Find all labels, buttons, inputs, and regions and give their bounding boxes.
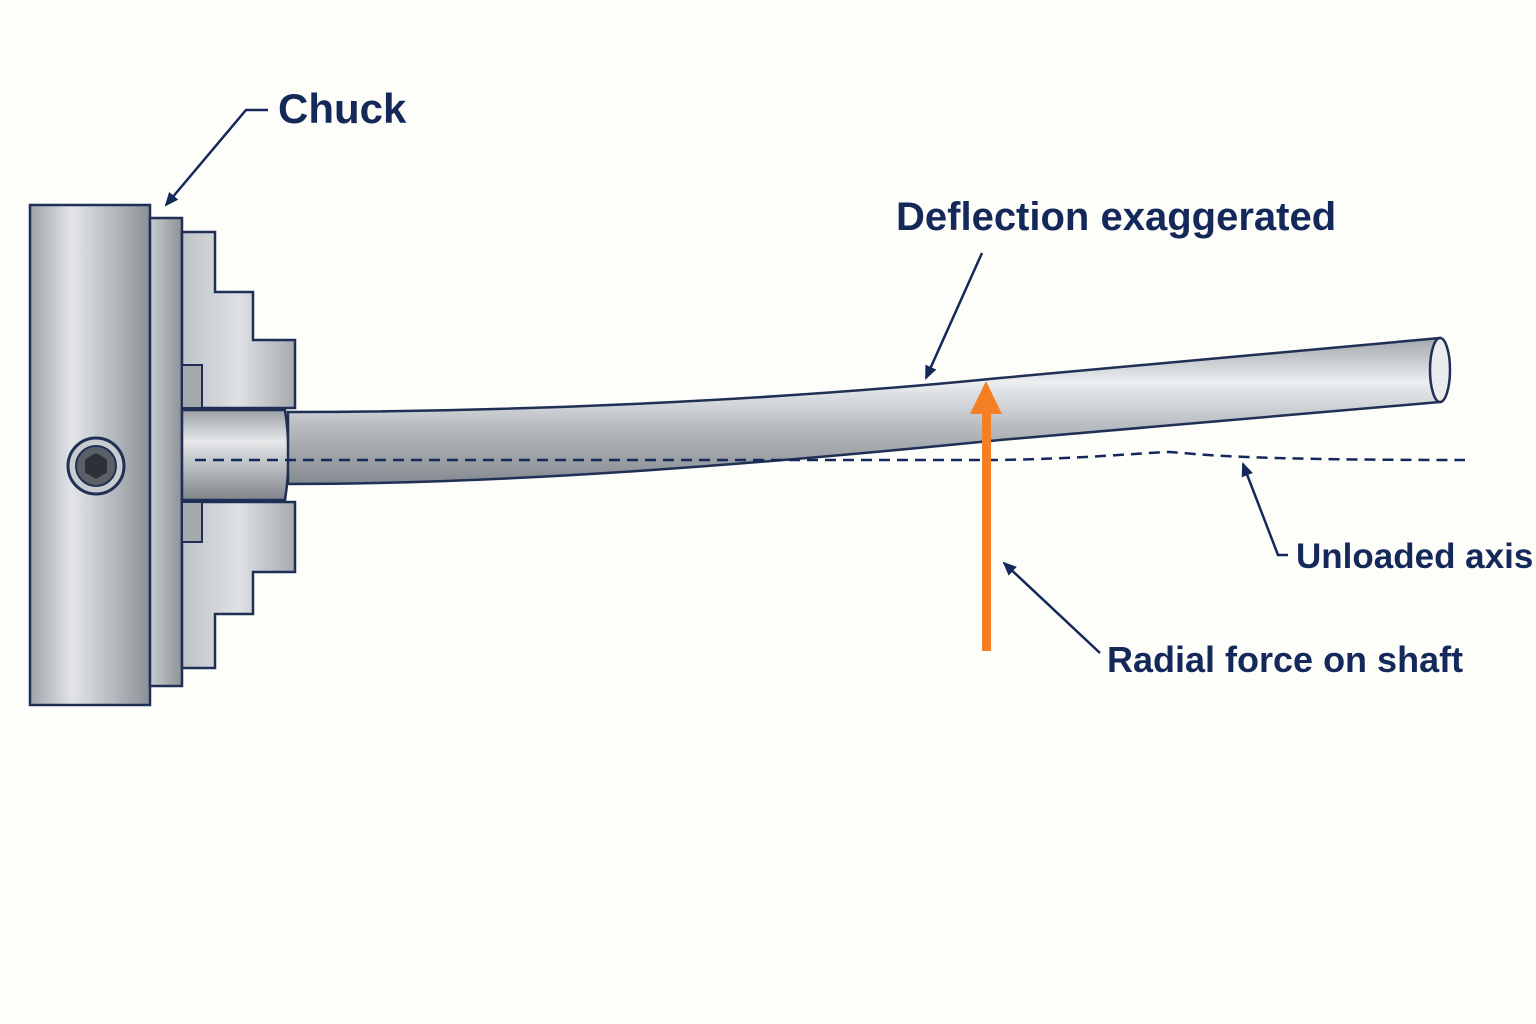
chuck-jaw-lower bbox=[180, 500, 297, 670]
unloaded-axis-label: Unloaded axis bbox=[1296, 537, 1533, 576]
unloaded-axis-leader bbox=[1241, 462, 1288, 557]
radial-force-arrow bbox=[970, 381, 1002, 651]
chuck-jaw-upper bbox=[180, 230, 297, 410]
chuck-label: Chuck bbox=[278, 85, 407, 132]
radial-force-label: Radial force on shaft bbox=[1107, 639, 1463, 680]
hex-socket-screw-icon bbox=[66, 436, 126, 496]
shaft bbox=[286, 336, 1452, 486]
chuck-leader bbox=[164, 108, 268, 207]
shaft-end-face bbox=[1428, 336, 1452, 404]
chuck-ring bbox=[148, 216, 184, 688]
clamped-shaft-stub bbox=[180, 408, 290, 502]
chuck bbox=[28, 203, 297, 707]
radial-force-leader bbox=[1002, 561, 1101, 654]
deflection-leader bbox=[924, 252, 984, 380]
unloaded-axis-line bbox=[195, 450, 1466, 462]
deflection-label: Deflection exaggerated bbox=[896, 195, 1336, 239]
deflected-shaft bbox=[286, 336, 1442, 486]
